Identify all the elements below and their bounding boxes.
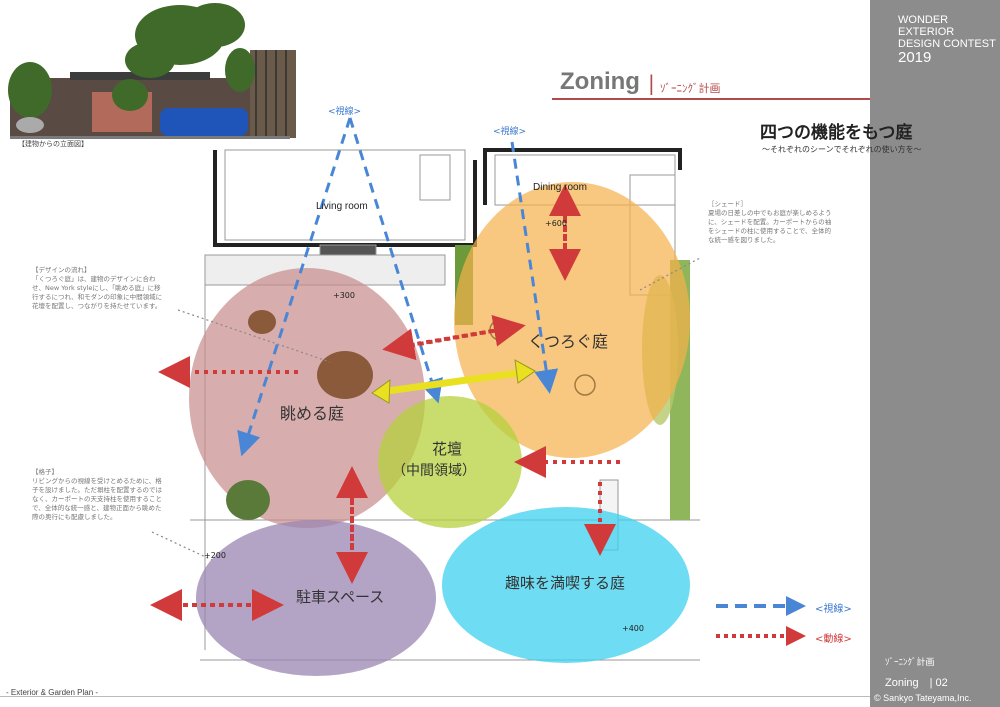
level-200: +200 [204, 551, 226, 560]
zone-blue [442, 507, 690, 663]
elevation-caption: 【建物からの立面図】 [18, 140, 88, 148]
contest-line-2: EXTERIOR [898, 26, 955, 38]
footer-rule [0, 696, 870, 697]
level-300: +300 [333, 291, 355, 300]
sub-heading: ～それぞれのシーンでそれぞれの使い方を～ [762, 145, 922, 154]
elevation-illustration [8, 3, 296, 139]
zone-pink [189, 268, 425, 528]
zone-label-pink: 眺める庭 [280, 404, 345, 423]
zone-purple [196, 520, 436, 676]
sightline-label-right: <視線> [493, 127, 527, 137]
main-heading: 四つの機能をもつ庭 [760, 123, 913, 143]
lattice-note-body: リビングからの視線を受けとめるために、格子を設けました。ただ塀柱を配置するのでは… [32, 477, 162, 521]
design-note-title: 【デザインの流れ】 [32, 266, 91, 274]
shade-note-title: ［シェード］ [708, 200, 747, 208]
living-room-label: Living room [316, 201, 368, 212]
legend-arrows [716, 596, 806, 646]
legend-sightline: <視線> [815, 604, 852, 615]
shade-note: ［シェード］ 夏場の日差しの中でもお庭が楽しめるように、シェードを配置。カーポー… [708, 200, 836, 245]
legend-movement: <動線> [815, 634, 852, 645]
lattice-note-title: 【格子】 [32, 468, 58, 476]
footer-zoning-jp: ｿﾞｰﾆﾝｸﾞ計画 [885, 658, 935, 668]
level-400: +400 [622, 624, 644, 633]
sightline-label-left: <視線> [328, 107, 362, 117]
zone-label-blue: 趣味を満喫する庭 [505, 574, 626, 592]
design-note: 【デザインの流れ】 「くつろぐ庭」は、建物のデザインに合わせ、New York … [32, 266, 164, 311]
level-600: +600 [545, 219, 567, 228]
site-plan [150, 117, 701, 676]
footer-page: Zoning | 02 [885, 677, 948, 689]
header-rule [552, 98, 870, 100]
footer-copyright: © Sankyo Tateyama,Inc. [874, 693, 972, 703]
zone-label-green-2: （中間領域） [392, 463, 476, 479]
contest-sidebar [870, 0, 1000, 707]
sightline-arrow-icon [786, 596, 806, 616]
zoning-title-jp: ｿﾞｰﾆﾝｸﾞ計画 [660, 82, 721, 95]
zone-label-green-1: 花壇 [432, 440, 463, 458]
contest-line-1: WONDER [898, 14, 949, 26]
shade-note-body: 夏場の日差しの中でもお庭が楽しめるように、シェードを配置。カーポートからの袖をシ… [708, 209, 832, 244]
title-separator: | [648, 71, 655, 95]
zoning-title: Zoning [560, 68, 640, 95]
zone-label-orange: くつろぐ庭 [528, 332, 609, 351]
contest-year: 2019 [898, 49, 932, 66]
contest-line-3: DESIGN CONTEST [898, 38, 996, 50]
contest-title: WONDER EXTERIOR DESIGN CONTEST 2019 [898, 14, 996, 66]
design-note-body: 「くつろぐ庭」は、建物のデザインに合わせ、New York styleにし、「眺… [32, 275, 163, 310]
movement-arrow-icon [786, 626, 806, 646]
zone-label-purple: 駐車スペース [296, 588, 385, 606]
footer-plan: - Exterior & Garden Plan - [6, 688, 99, 697]
dining-room-label: Dining room [533, 182, 587, 193]
zone-orange [454, 182, 690, 458]
lattice-note: 【格子】 リビングからの視線を受けとめるために、格子を設けました。ただ塀柱を配置… [32, 468, 164, 522]
zone-green [378, 396, 522, 528]
